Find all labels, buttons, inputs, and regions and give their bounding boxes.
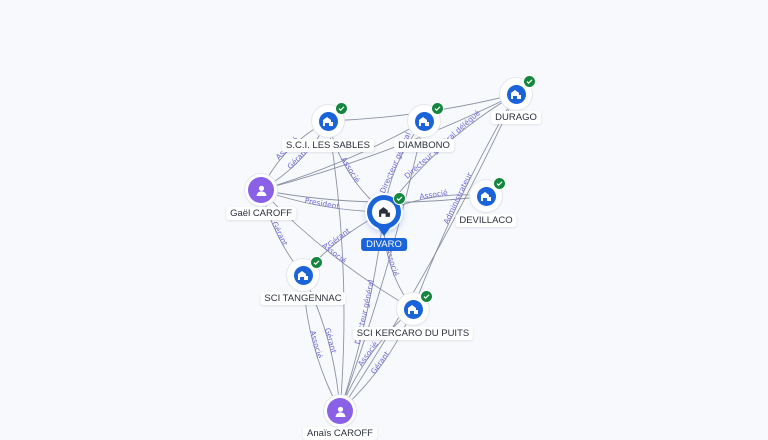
verified-check-icon [335, 102, 348, 115]
verified-check-icon [493, 177, 506, 190]
node-durago-avatar [503, 75, 536, 107]
node-durago[interactable] [503, 75, 536, 107]
building-icon [298, 270, 308, 280]
node-sci-les-sables-label: S.C.I. LES SABLES [282, 139, 374, 152]
building-icon [323, 116, 333, 126]
node-durago-label: DURAGO [491, 111, 541, 124]
node-sci-tangennac-avatar [290, 256, 323, 288]
node-sci-tangennac[interactable] [290, 256, 323, 288]
edge-gaelcaroff-durago [260, 93, 517, 191]
building-icon [481, 191, 491, 201]
edge-label: Associé [308, 330, 324, 360]
node-person-bottom[interactable] [327, 398, 353, 424]
node-devillaco-avatar [473, 177, 506, 209]
node-divaro[interactable] [367, 192, 406, 229]
edge-label: Gérant [326, 226, 352, 249]
edge-gaelcaroff-scikercaro [260, 189, 414, 310]
verified-check-icon [420, 290, 433, 303]
edge-label: Gérant [270, 220, 290, 247]
node-devillaco-label: DEVILLACO [455, 214, 517, 227]
edge-person2-scikercaro [339, 308, 414, 412]
verified-check-icon [310, 256, 323, 269]
building-icon [511, 89, 521, 99]
edge-person2-scilessables [327, 120, 345, 412]
building-icon [378, 207, 390, 217]
verified-check-icon [523, 75, 536, 88]
node-devillaco[interactable] [473, 177, 506, 209]
verified-check-icon [393, 192, 406, 205]
edge-person2-scikercaro [339, 308, 414, 412]
node-divaro-label: DIVARO [361, 238, 407, 251]
node-person-bottom-avatar [327, 398, 353, 424]
edge-person2-scitangennac [302, 274, 341, 412]
node-sci-les-sables[interactable] [315, 102, 348, 134]
edge-person2-durago [339, 93, 517, 412]
node-gael-caroff-avatar [248, 177, 274, 203]
edge-label: Gérant [323, 327, 338, 354]
building-icon [408, 304, 418, 314]
person-icon [335, 406, 345, 417]
building-icon [419, 116, 429, 126]
node-sci-kercaro-du-puits[interactable] [400, 290, 433, 322]
node-diambono-label: DIAMBONO [394, 139, 454, 152]
edge-label: President [304, 196, 340, 211]
edge-label: Associé [384, 247, 401, 277]
node-gael-caroff[interactable] [248, 177, 274, 203]
node-diambono[interactable] [411, 102, 444, 134]
node-sci-kercaro-du-puits-avatar [400, 290, 433, 322]
node-gael-caroff-label: Gaël CAROFF [226, 207, 296, 220]
verified-check-icon [431, 102, 444, 115]
node-sci-tangennac-label: SCI TANGENNAC [260, 292, 346, 305]
node-diambono-avatar [411, 102, 444, 134]
edge-person2-scitangennac [302, 274, 341, 412]
edge-gaelcaroff-diambono [260, 120, 425, 191]
node-sci-les-sables-avatar [315, 102, 348, 134]
edge-person2-divaro [339, 211, 385, 412]
person-icon [256, 185, 266, 196]
node-person-bottom-label: Anaïs CAROFF [303, 427, 377, 440]
edge-label: Associé [419, 188, 449, 201]
node-sci-kercaro-du-puits-label: SCI KERCARO DU PUITS [352, 327, 474, 340]
edge-person2-diambono [339, 120, 425, 412]
